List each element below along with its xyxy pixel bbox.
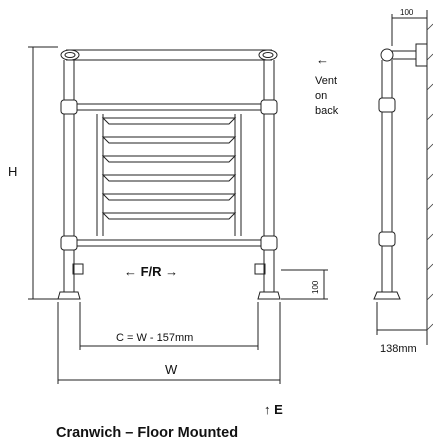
front-elevation — [57, 49, 281, 300]
vent-text-2: on — [315, 90, 327, 102]
foot-height-dimension — [281, 269, 328, 300]
inner-ladder — [96, 114, 242, 236]
side-elevation — [373, 10, 433, 345]
wall-offset-label: 100 — [400, 8, 414, 17]
left-post — [57, 60, 84, 300]
product-title: Cranwich – Floor Mounted — [56, 425, 238, 441]
elevation-marker: ↑ E — [264, 402, 283, 417]
top-rail — [60, 49, 278, 61]
vent-text-1: Vent — [315, 75, 337, 87]
width-dimension — [57, 302, 281, 384]
projection-label: 138mm — [380, 343, 417, 355]
vent-arrow: ← — [316, 52, 329, 67]
height-dimension — [28, 46, 58, 300]
wall-offset-dimension — [391, 14, 427, 46]
cross-rails — [77, 103, 261, 247]
wall-hatch — [426, 23, 433, 331]
foot-height-label: 100 — [311, 280, 320, 294]
height-label: H — [8, 164, 17, 179]
width-label: W — [165, 362, 178, 377]
vent-text-3: back — [315, 105, 339, 117]
centres-dimension — [79, 302, 259, 350]
flow-return-label: ← F/R → — [124, 264, 178, 279]
projection-dimension — [376, 302, 427, 335]
centres-label: C = W - 157mm — [116, 332, 193, 344]
right-post — [254, 60, 281, 300]
